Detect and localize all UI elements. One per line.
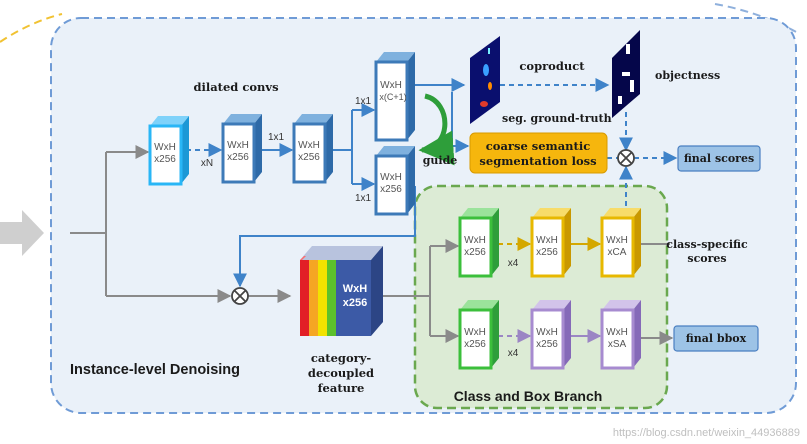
b3-line1: WxH xyxy=(298,140,320,151)
p1-line1: WxH xyxy=(536,327,558,338)
one-by-one-label-c: 1x1 xyxy=(355,193,372,204)
conv-block-3: WxH x256 xyxy=(292,114,333,184)
class-specific-line2: scores xyxy=(687,252,726,265)
outer-dashed-curve-right xyxy=(714,3,801,35)
objectness-image xyxy=(612,30,640,118)
xN-label: xN xyxy=(201,158,213,169)
class-specific-line1: class-specific xyxy=(666,238,748,251)
one-by-one-label-b: 1x1 xyxy=(355,96,372,107)
objectness-label: objectness xyxy=(655,69,720,82)
b5-line1: WxH xyxy=(380,172,402,183)
class-box-branch-label: Class and Box Branch xyxy=(454,388,603,404)
b1-line2: x256 xyxy=(154,154,176,165)
seg-ground-truth-image xyxy=(470,36,500,124)
conv-block-4: WxH x(C+1) xyxy=(374,52,415,142)
x4-top-label: x4 xyxy=(508,258,519,269)
b5-line2: x256 xyxy=(380,184,402,195)
class-yellow-block-1: WxH x256 xyxy=(530,208,571,278)
b2-line1: WxH xyxy=(227,140,249,151)
coarse-loss-line1: coarse semantic xyxy=(486,139,590,153)
category-line1: category- xyxy=(311,351,372,365)
b2-line2: x256 xyxy=(227,152,249,163)
final-scores-box xyxy=(677,145,761,172)
coarse-loss-box xyxy=(469,132,608,174)
b3-line2: x256 xyxy=(298,152,320,163)
final-bbox-box xyxy=(673,325,759,352)
g1-line2: x256 xyxy=(464,247,486,258)
seg-ground-truth-label: seg. ground-truth xyxy=(502,112,612,125)
final-bbox-label: final bbox xyxy=(686,332,747,345)
input-arrow xyxy=(0,210,44,256)
category-line3: feature xyxy=(318,381,365,395)
final-scores-label: final scores xyxy=(684,152,754,165)
y1-line2: x256 xyxy=(536,247,558,258)
box-purple-block-1: WxH x256 xyxy=(530,300,571,370)
conv-block-5: WxH x256 xyxy=(374,146,415,216)
g1-line1: WxH xyxy=(464,235,486,246)
y2-line2: xCA xyxy=(608,247,627,258)
g2-line1: WxH xyxy=(464,327,486,338)
p2-line1: WxH xyxy=(606,327,628,338)
b1-line1: WxH xyxy=(154,142,176,153)
connectors xyxy=(70,78,678,345)
feat-line2: x256 xyxy=(343,297,367,309)
box-purple-block-2: WxH xSA xyxy=(600,300,641,370)
b4-line2: x(C+1) xyxy=(379,92,406,102)
class-green-block: WxH x256 xyxy=(458,208,499,278)
p2-line2: xSA xyxy=(608,339,627,350)
instance-level-label: Instance-level Denoising xyxy=(70,362,240,378)
category-decoupled-feature-block: WxH x256 xyxy=(300,246,383,336)
y2-line1: WxH xyxy=(606,235,628,246)
category-line2: decoupled xyxy=(308,366,374,380)
one-by-one-label-a: 1x1 xyxy=(268,132,285,143)
feat-line1: WxH xyxy=(343,283,368,295)
g2-line2: x256 xyxy=(464,339,486,350)
x4-bottom-label: x4 xyxy=(508,348,519,359)
watermark: https://blog.csdn.net/weixin_44936889 xyxy=(613,427,800,439)
conv-block-1: WxH x256 xyxy=(148,116,189,186)
coproduct-label: coproduct xyxy=(519,59,585,73)
y1-line1: WxH xyxy=(536,235,558,246)
multiply-icon-scores xyxy=(617,149,635,167)
class-yellow-block-2: WxH xCA xyxy=(600,208,641,278)
p1-line2: x256 xyxy=(536,339,558,350)
b4-line1: WxH xyxy=(380,80,402,91)
conv-block-2: WxH x256 xyxy=(221,114,262,184)
guide-arrow xyxy=(418,93,455,166)
box-green-block: WxH x256 xyxy=(458,300,499,370)
dilated-convs-label: dilated convs xyxy=(193,80,278,94)
guide-label: guide xyxy=(423,154,458,167)
coarse-loss-line2: segmentation loss xyxy=(479,154,596,168)
multiply-icon-feature xyxy=(231,287,249,305)
outer-dashed-curve-left xyxy=(0,13,63,43)
